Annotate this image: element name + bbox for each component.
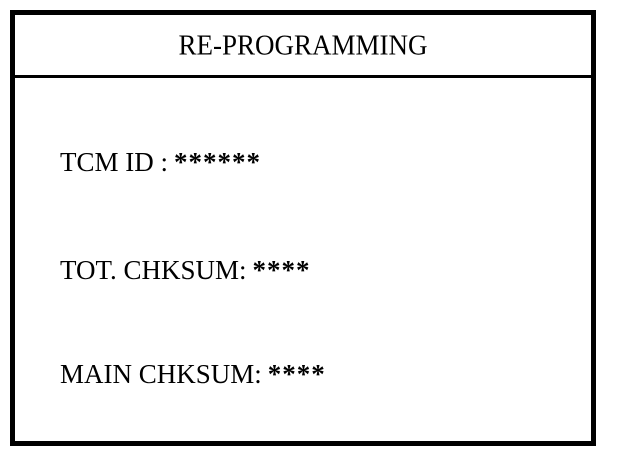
tcm-id-row: TCM ID :****** — [60, 147, 261, 178]
main-checksum-label: MAIN CHKSUM: — [60, 359, 262, 389]
title-bar: RE-PROGRAMMING — [15, 15, 591, 78]
total-checksum-row: TOT. CHKSUM:**** — [60, 255, 311, 286]
reprogramming-screen: RE-PROGRAMMING TCM ID :****** TOT. CHKSU… — [10, 10, 596, 446]
total-checksum-label: TOT. CHKSUM: — [60, 255, 247, 285]
tcm-id-value: ****** — [174, 147, 261, 177]
tcm-id-label: TCM ID : — [60, 147, 168, 177]
total-checksum-value: **** — [252, 255, 311, 285]
main-checksum-row: MAIN CHKSUM:**** — [60, 359, 326, 390]
screen-title: RE-PROGRAMMING — [178, 28, 428, 61]
main-checksum-value: **** — [267, 359, 326, 389]
